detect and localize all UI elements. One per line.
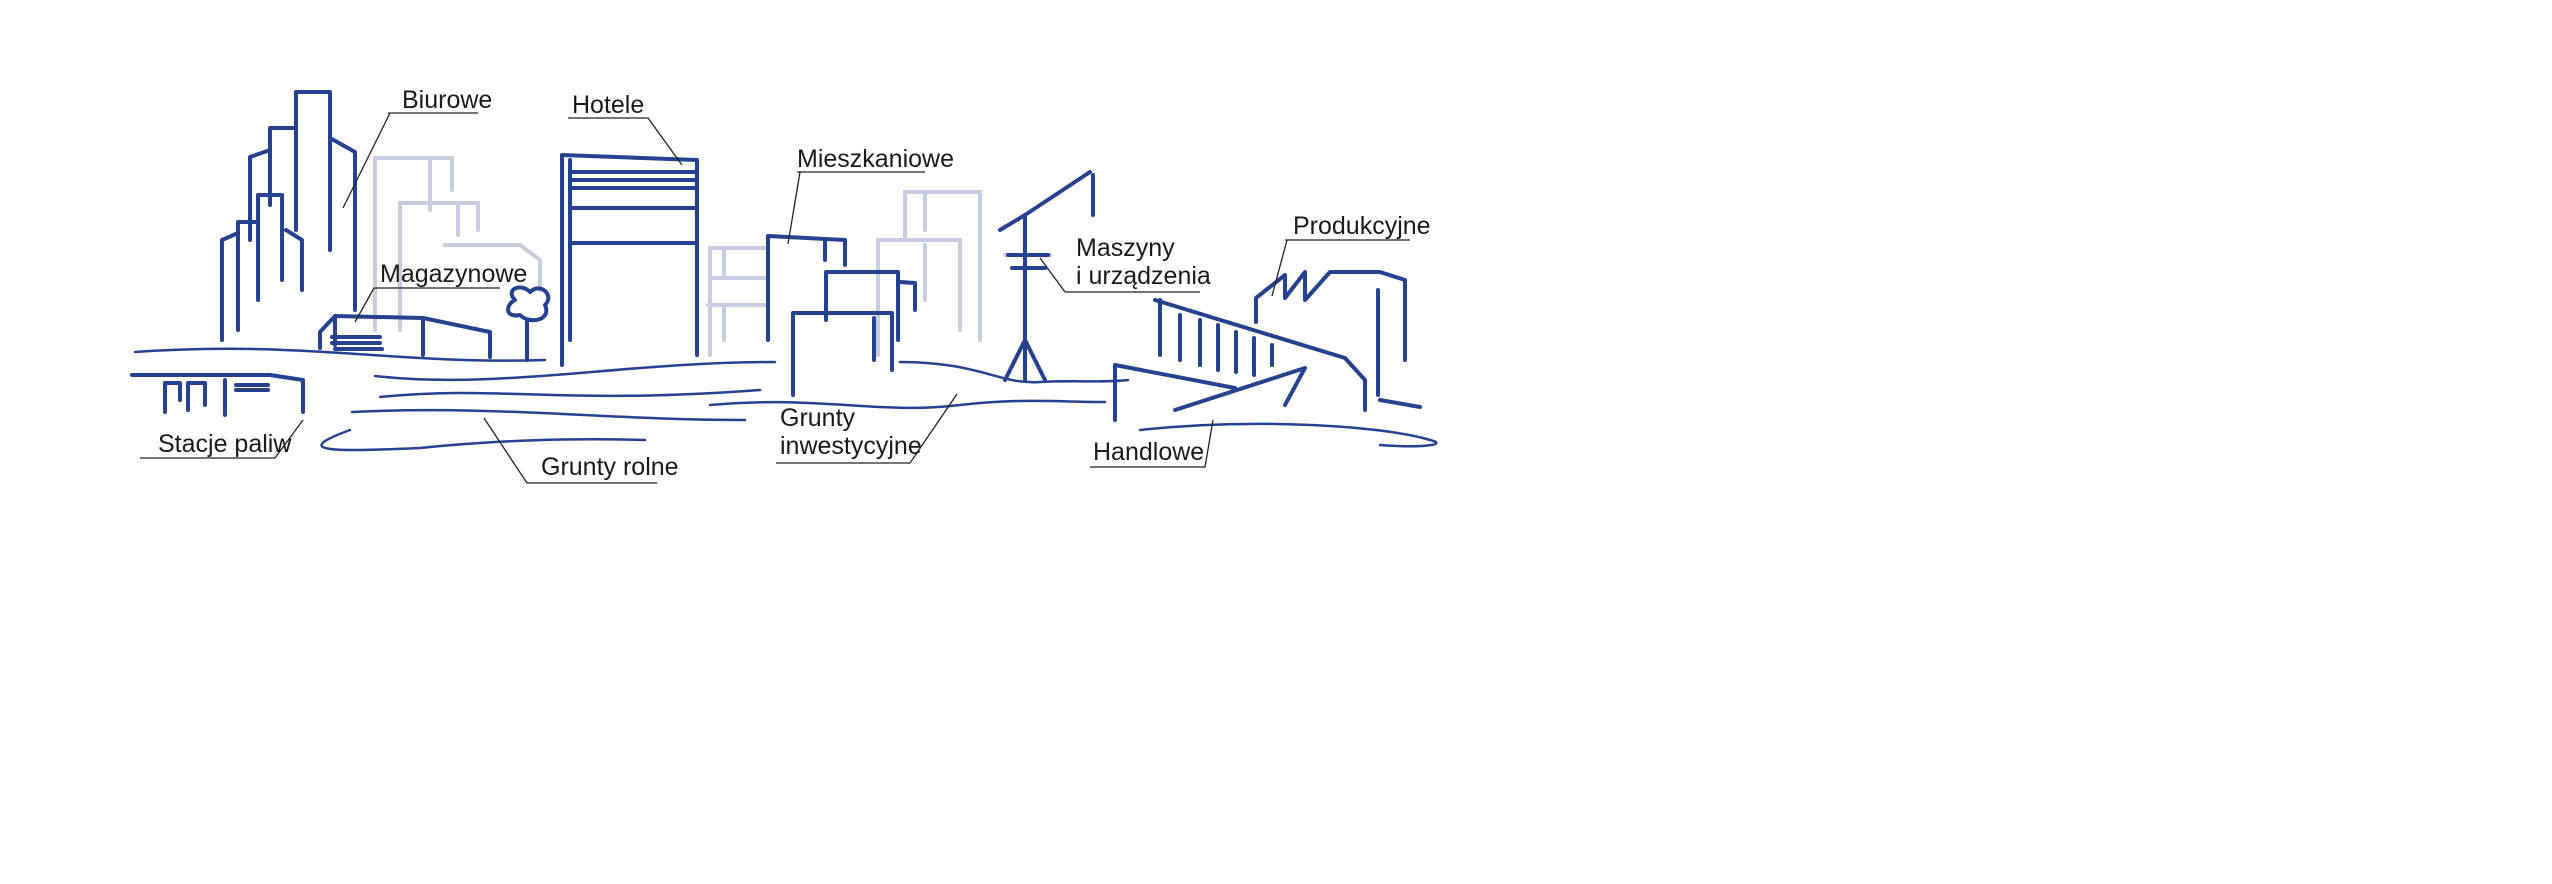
office-buildings <box>220 90 357 342</box>
label-handlowe: Handlowe <box>1093 438 1205 466</box>
label-stacje-paliw: Stacje paliw <box>158 430 292 458</box>
label-grunty-rolne: Grunty rolne <box>541 453 679 481</box>
label-produkcyjne: Produkcyjne <box>1293 212 1431 240</box>
leader-lines <box>140 112 1410 484</box>
label-inwestycyjne: inwestycyjne <box>780 432 922 460</box>
warehouse <box>318 285 551 362</box>
retail <box>1113 298 1422 422</box>
production <box>1254 270 1407 397</box>
background-buildings <box>373 156 1052 357</box>
hotel <box>560 153 699 367</box>
label-magazynowe: Magazynowe <box>380 260 528 288</box>
label-grunty: Grunty <box>780 404 856 432</box>
label-urzadzenia: i urządzenia <box>1076 262 1211 290</box>
label-mieszkaniowe: Mieszkaniowe <box>797 145 955 173</box>
label-maszyny: Maszyny <box>1076 234 1175 262</box>
label-hotele: Hotele <box>572 91 645 119</box>
residential <box>766 234 917 397</box>
label-biurowe: Biurowe <box>402 86 493 114</box>
fuel-station <box>130 373 305 417</box>
ground-lines <box>133 347 1438 452</box>
crane <box>998 170 1095 382</box>
